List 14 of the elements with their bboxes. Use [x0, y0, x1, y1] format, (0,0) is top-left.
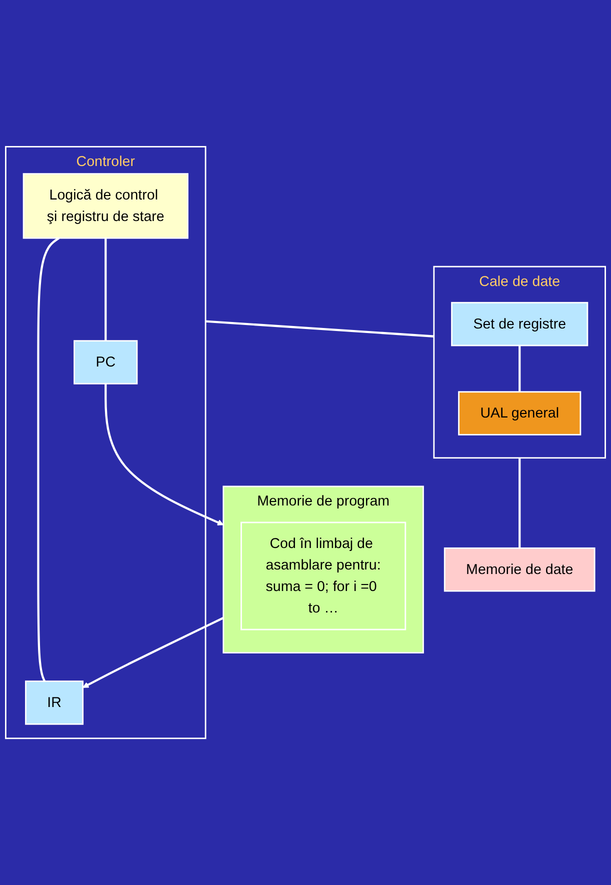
node-box: Logică de control şi registru de stare: [22, 173, 188, 239]
connector: [518, 345, 521, 392]
node-box: PC: [74, 340, 138, 384]
connector: [518, 458, 521, 548]
connector: [104, 238, 107, 341]
node-box: Cod în limbaj de asamblare pentru: suma = 0; for i =0 to …: [240, 522, 406, 630]
arrow: [82, 616, 224, 688]
arrow: [104, 384, 224, 526]
node-box: UAL general: [458, 391, 582, 436]
node-box: Memorie de date: [444, 547, 596, 592]
node-box: Set de registre: [451, 302, 588, 346]
node-box: IR: [25, 680, 84, 725]
connector: [205, 320, 434, 338]
connector: [37, 237, 60, 682]
